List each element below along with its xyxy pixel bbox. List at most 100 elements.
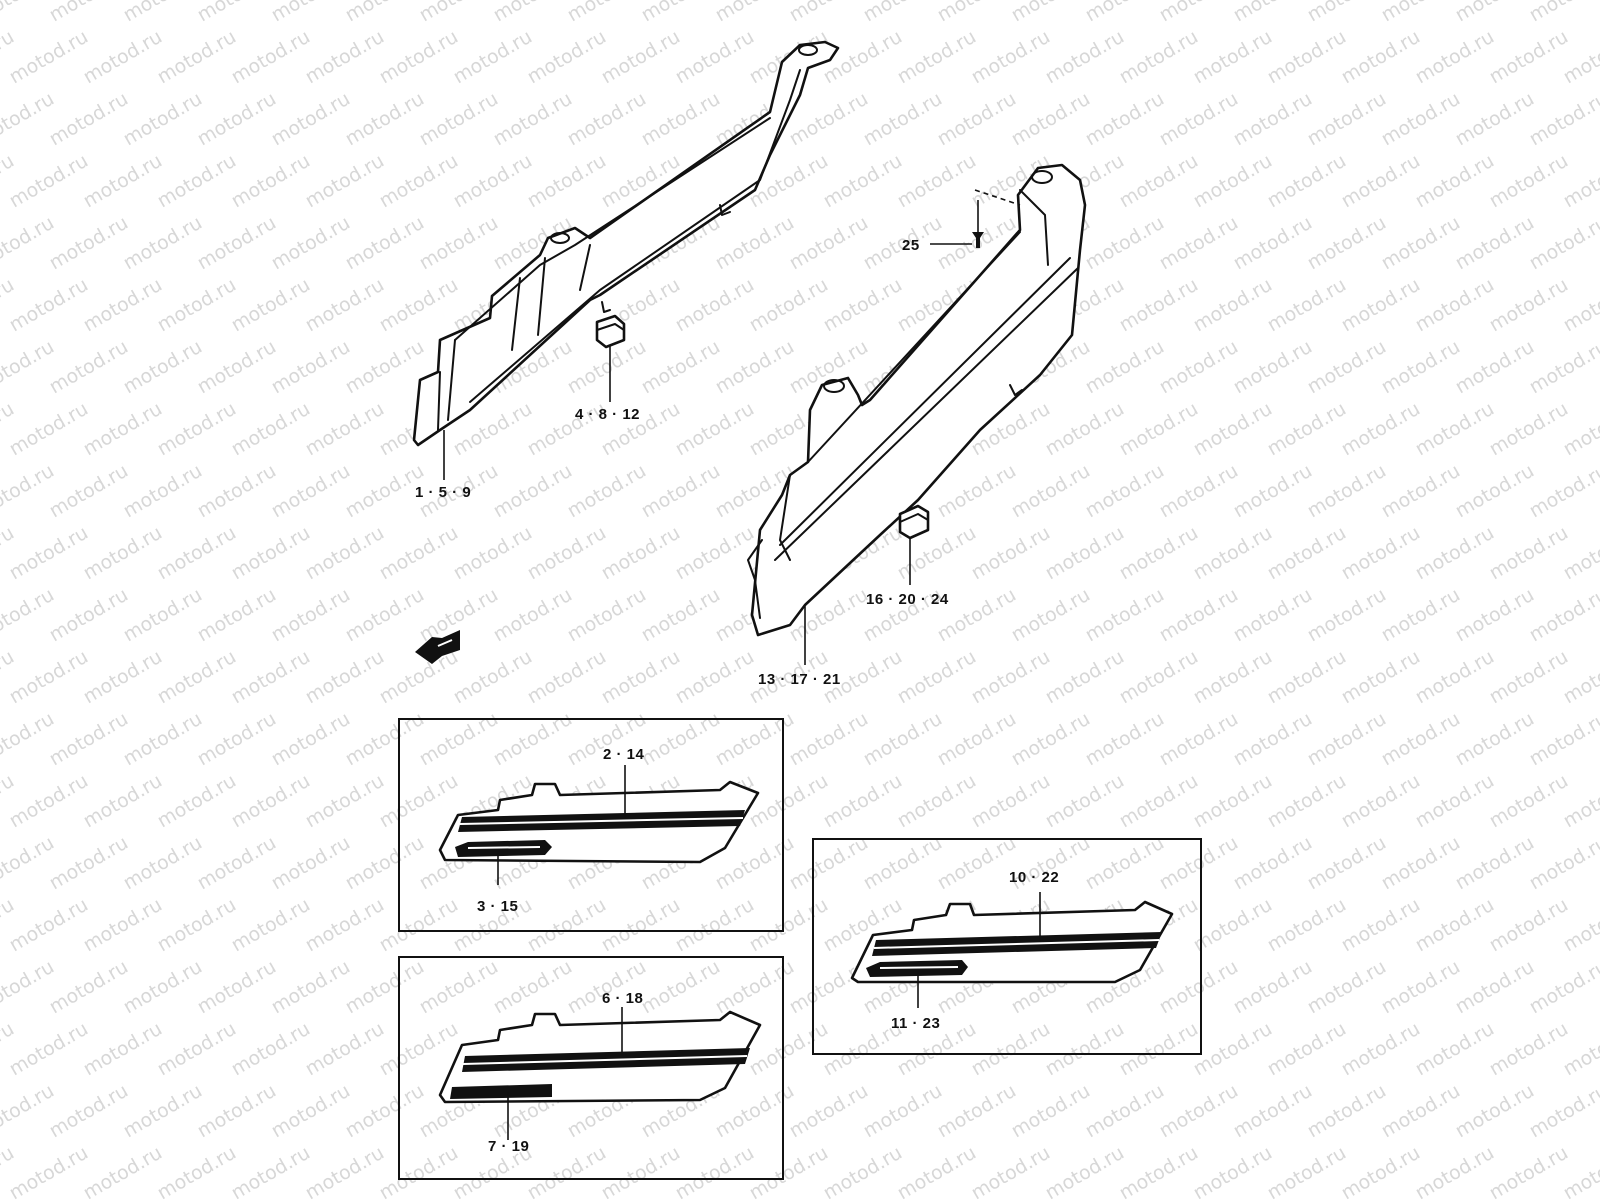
watermark-text: motod.ru [1230, 212, 1316, 275]
watermark-text: motod.ru [1230, 460, 1316, 523]
watermark-text: motod.ru [342, 708, 428, 771]
watermark-text: motod.ru [1452, 460, 1538, 523]
watermark-text: motod.ru [598, 894, 684, 957]
watermark-text: motod.ru [1412, 770, 1498, 833]
watermark-text: motod.ru [1264, 1018, 1350, 1081]
watermark-text: motod.ru [1338, 1018, 1424, 1081]
watermark-text: motod.ru [934, 1080, 1020, 1143]
watermark-text: motod.ru [80, 770, 166, 833]
watermark-text: motod.ru [268, 0, 354, 26]
watermark-text: motod.ru [302, 894, 388, 957]
watermark-text: motod.ru [564, 0, 650, 26]
watermark-text: motod.ru [342, 0, 428, 26]
callout-screw: 25 [902, 237, 920, 254]
watermark-text: motod.ru [1230, 584, 1316, 647]
watermark-text: motod.ru [786, 1080, 872, 1143]
watermark-text: motod.ru [1082, 88, 1168, 151]
watermark-text: motod.ru [672, 646, 758, 709]
watermark-text: motod.ru [1378, 1080, 1464, 1143]
watermark-text: motod.ru [1116, 398, 1202, 461]
watermark-text: motod.ru [1304, 336, 1390, 399]
watermark-text: motod.ru [1486, 150, 1572, 213]
watermark-text: motod.ru [524, 646, 610, 709]
watermark-text: motod.ru [638, 460, 724, 523]
watermark-text: motod.ru [120, 88, 206, 151]
watermark-text: motod.ru [1378, 336, 1464, 399]
watermark-text: motod.ru [302, 398, 388, 461]
watermark-text: motod.ru [1156, 460, 1242, 523]
watermark-text: motod.ru [1304, 212, 1390, 275]
watermark-text: motod.ru [712, 336, 798, 399]
watermark-text: motod.ru [6, 150, 92, 213]
watermark-text: motod.ru [1526, 336, 1600, 399]
watermark-text: motod.ru [638, 584, 724, 647]
watermark-text: motod.ru [1526, 460, 1600, 523]
watermark-text: motod.ru [1378, 460, 1464, 523]
watermark-text: motod.ru [1156, 832, 1242, 895]
watermark-text: motod.ru [1264, 26, 1350, 89]
watermark-text: motod.ru [450, 522, 536, 585]
watermark-text: motod.ru [1452, 0, 1538, 26]
decal-set-1: 2 · 14 3 · 15 [398, 718, 784, 932]
watermark-text: motod.ru [1264, 1142, 1350, 1200]
watermark-text: motod.ru [302, 770, 388, 833]
watermark-text: motod.ru [1190, 646, 1276, 709]
watermark-text: motod.ru [1042, 26, 1128, 89]
watermark-text: motod.ru [1082, 460, 1168, 523]
watermark-text: motod.ru [860, 0, 946, 26]
watermark-text: motod.ru [1452, 956, 1538, 1019]
watermark-text: motod.ru [1338, 1142, 1424, 1200]
watermark-text: motod.ru [524, 26, 610, 89]
watermark-text: motod.ru [6, 1018, 92, 1081]
watermark-text: motod.ru [0, 584, 58, 647]
watermark-text: motod.ru [598, 522, 684, 585]
watermark-text: motod.ru [1486, 398, 1572, 461]
watermark-text: motod.ru [6, 522, 92, 585]
watermark-text: motod.ru [6, 398, 92, 461]
watermark-text: motod.ru [154, 522, 240, 585]
watermark-text: motod.ru [1378, 956, 1464, 1019]
watermark-text: motod.ru [968, 1018, 1054, 1081]
watermark-text: motod.ru [1338, 646, 1424, 709]
watermark-text: motod.ru [194, 460, 280, 523]
watermark-text: motod.ru [1452, 336, 1538, 399]
watermark-text: motod.ru [1412, 894, 1498, 957]
watermark-text: motod.ru [1008, 1080, 1094, 1143]
watermark-text: motod.ru [154, 770, 240, 833]
watermark-text: motod.ru [1412, 150, 1498, 213]
watermark-text: motod.ru [1116, 770, 1202, 833]
watermark-text: motod.ru [120, 584, 206, 647]
watermark-text: motod.ru [0, 956, 58, 1019]
watermark-text: motod.ru [1338, 522, 1424, 585]
watermark-text: motod.ru [0, 1080, 58, 1143]
watermark-text: motod.ru [490, 584, 576, 647]
watermark-text: motod.ru [376, 522, 462, 585]
watermark-text: motod.ru [0, 336, 58, 399]
watermark-text: motod.ru [1486, 274, 1572, 337]
watermark-text: motod.ru [1156, 88, 1242, 151]
watermark-text: motod.ru [564, 956, 650, 1019]
watermark-text: motod.ru [1190, 1018, 1276, 1081]
watermark-text: motod.ru [860, 708, 946, 771]
watermark-text: motod.ru [1230, 832, 1316, 895]
watermark-text: motod.ru [1156, 708, 1242, 771]
watermark-text: motod.ru [80, 150, 166, 213]
watermark-text: motod.ru [228, 274, 314, 337]
watermark-text: motod.ru [1042, 522, 1128, 585]
watermark-text: motod.ru [0, 832, 58, 895]
watermark-text: motod.ru [154, 26, 240, 89]
watermark-text: motod.ru [268, 956, 354, 1019]
watermark-text: motod.ru [46, 956, 132, 1019]
watermark-text: motod.ru [598, 646, 684, 709]
watermark-text: motod.ru [1082, 212, 1168, 275]
watermark-text: motod.ru [524, 150, 610, 213]
watermark-text: motod.ru [1230, 0, 1316, 26]
watermark-text: motod.ru [712, 708, 798, 771]
watermark-text: motod.ru [1042, 1142, 1128, 1200]
watermark-text: motod.ru [894, 770, 980, 833]
watermark-text: motod.ru [194, 88, 280, 151]
watermark-text: motod.ru [120, 1080, 206, 1143]
watermark-text: motod.ru [416, 0, 502, 26]
watermark-text: motod.ru [746, 1142, 832, 1200]
watermark-text: motod.ru [194, 584, 280, 647]
